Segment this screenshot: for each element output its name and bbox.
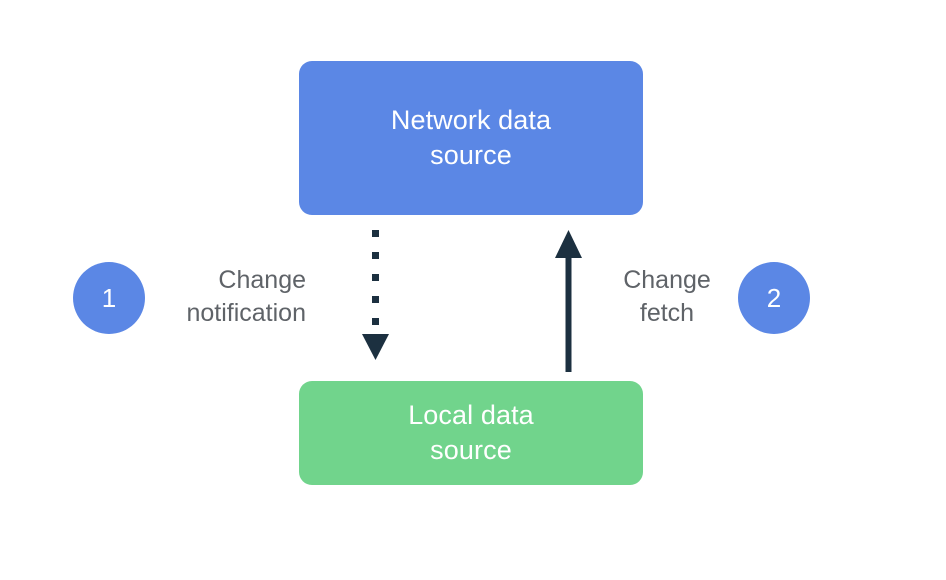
dotted-line-dots [372,230,379,325]
arrow-change-notification-down-dotted [362,230,389,360]
step-badge-1-number: 1 [101,283,117,313]
arrow-shaft [565,255,572,372]
arrow-change-fetch-up-solid [555,230,582,372]
step-badge-2-number: 2 [766,283,782,313]
node-network-data-source: Network data source [299,61,643,215]
node-network-data-source-label: Network data source [390,104,552,170]
node-local-data-source: Local data source [299,381,643,485]
step-badge-2: 2 [738,262,810,334]
edge-label-change-fetch: Change fetch [623,266,711,327]
arrowhead-up-icon [555,230,582,258]
edge-label-change-notification: Change notification [186,266,306,327]
arrowhead-down-icon [362,334,389,360]
step-badge-1: 1 [73,262,145,334]
node-local-data-source-label: Local data source [408,399,534,465]
